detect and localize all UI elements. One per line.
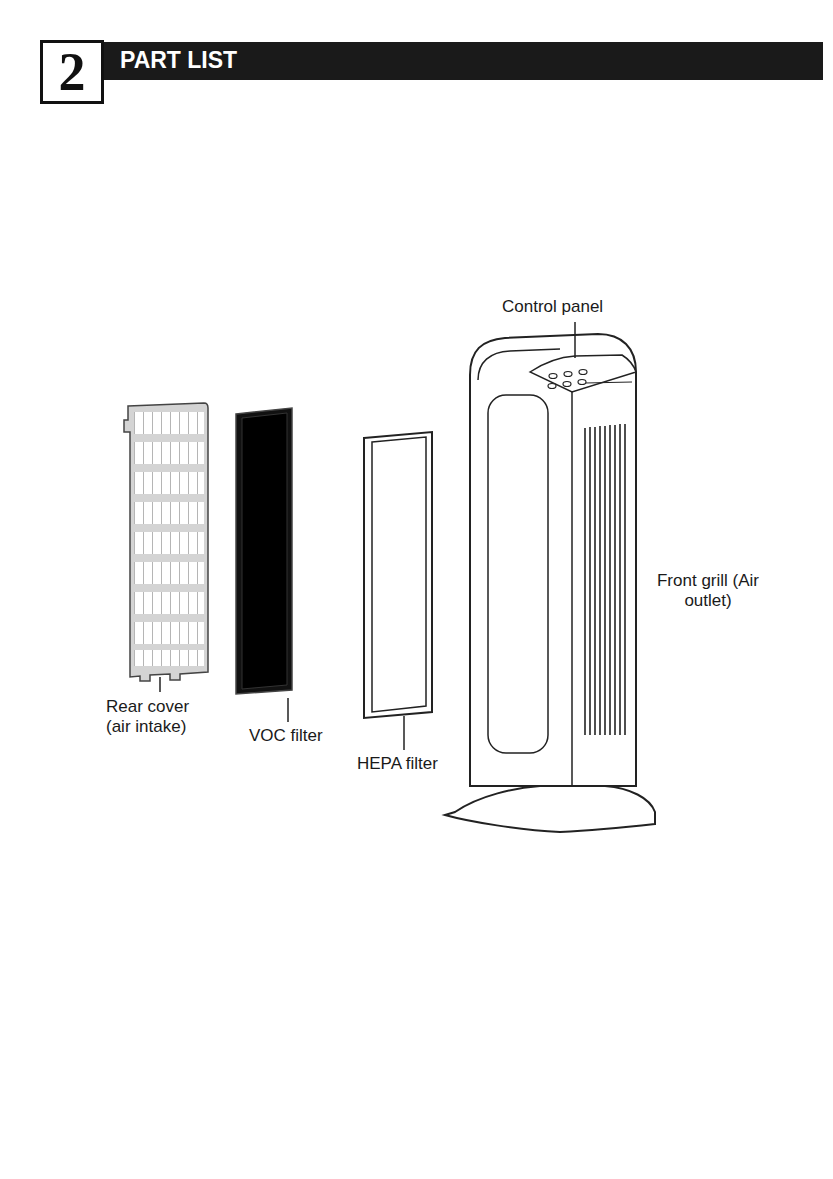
section-title: PART LIST — [120, 49, 237, 72]
header-band — [100, 42, 823, 80]
part-label: VOC filter — [249, 726, 323, 746]
purifier-unit — [445, 334, 655, 832]
section-number: 2 — [59, 45, 86, 99]
voc-filter — [236, 408, 292, 694]
section-number-box: 2 — [40, 40, 104, 104]
part-label: Rear cover (air intake) — [106, 697, 210, 738]
part-label: Front grill (Air outlet) — [656, 571, 760, 612]
part-label: HEPA filter — [357, 754, 438, 774]
part-label: Control panel — [502, 297, 603, 317]
leader-lines — [160, 322, 575, 750]
rear-cover — [124, 403, 208, 681]
hepa-filter — [364, 432, 432, 718]
control-buttons — [548, 370, 587, 389]
air-outlet-grill — [585, 424, 625, 735]
